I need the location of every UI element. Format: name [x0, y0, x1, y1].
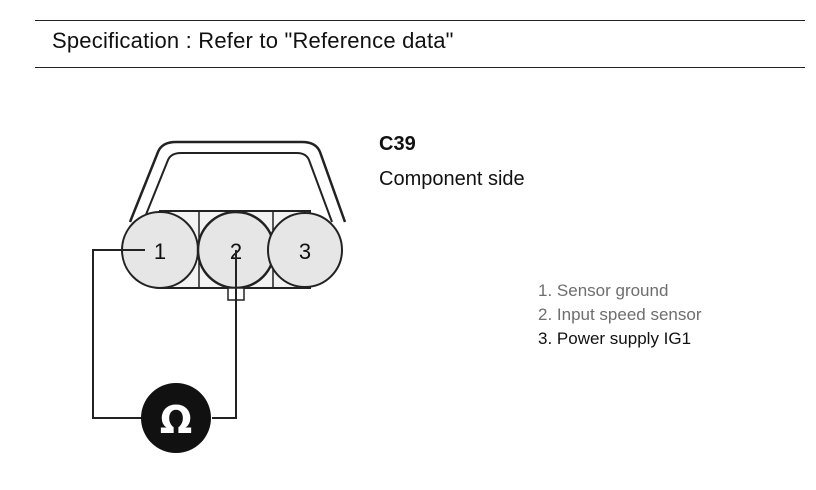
- connector-id: C39: [379, 133, 416, 155]
- pin-legend-item: 1. Sensor ground: [538, 281, 669, 300]
- pin-3-label: 3: [299, 239, 311, 264]
- connector-side-label: Component side: [379, 168, 525, 190]
- pin-3-circle: [267, 212, 343, 288]
- header-top-rule: [35, 20, 805, 21]
- wire-pin2: [212, 250, 237, 419]
- pin-legend-item: 3. Power supply IG1: [538, 329, 692, 348]
- pin-legend-item: 2. Input speed sensor: [538, 305, 702, 324]
- wire-pin1: [92, 249, 145, 419]
- pin-1-label: 1: [154, 239, 166, 264]
- connector-housing-inner: [142, 152, 333, 223]
- specification-text: Specification : Refer to "Reference data…: [52, 28, 454, 53]
- pin-legend: 1. Sensor ground 2. Input speed sensor 3…: [538, 279, 702, 351]
- connector-housing-outer: [128, 140, 347, 223]
- ohm-symbol: Ω: [160, 398, 192, 442]
- ohmmeter-icon: [141, 383, 211, 453]
- header-bottom-rule: [35, 67, 805, 68]
